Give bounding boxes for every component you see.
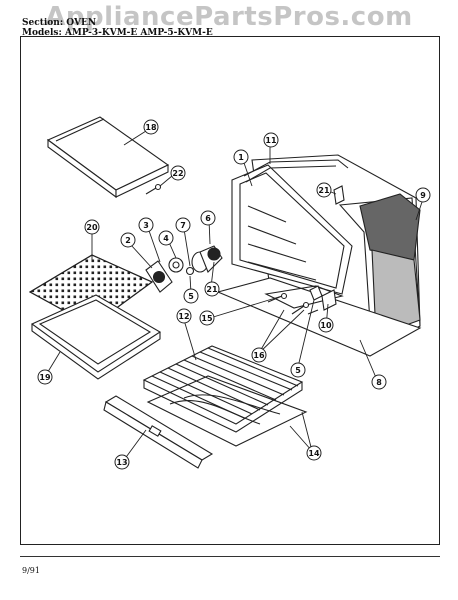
callout-16: 16: [253, 351, 265, 360]
models-label: Models:: [22, 28, 62, 38]
section-value: OVEN: [66, 18, 97, 28]
oven-floor-plate: [216, 277, 422, 357]
callout-21-upper: 21: [318, 186, 330, 195]
callout-19: 19: [39, 373, 51, 382]
clip-part: [333, 185, 345, 205]
callout-18: 18: [145, 123, 157, 132]
callout-21-lower: 21: [206, 285, 218, 294]
models-value: AMP-3-KVM-E AMP-5-KVM-E: [64, 28, 213, 38]
drawer-panel-part: [46, 116, 170, 199]
callout-10: 10: [320, 321, 332, 330]
bracket-hardware: [267, 285, 337, 315]
callout-14: 14: [308, 449, 320, 458]
callout-6: 6: [205, 214, 211, 223]
bottom-trim-part: [103, 395, 214, 469]
section-label: Section:: [22, 18, 64, 28]
callout-7: 7: [180, 221, 186, 230]
watermark: AppliancePartsPros.com: [45, 2, 413, 32]
footer-date: 9/91: [22, 566, 40, 575]
callout-numbers: 18 22 20 2 3 4 7 6 5 21 1 11 21 9 15 12 …: [39, 123, 426, 467]
callout-2: 2: [125, 236, 131, 245]
callout-9: 9: [420, 191, 426, 200]
callout-5-upper: 5: [188, 292, 194, 301]
models-line: Models: AMP-3-KVM-E AMP-5-KVM-E: [22, 28, 213, 38]
callout-11: 11: [265, 136, 277, 145]
callout-1: 1: [238, 153, 244, 162]
broiler-pan-part: [30, 294, 162, 380]
footer-rule: [20, 556, 440, 557]
section-line: Section: OVEN: [22, 18, 96, 28]
screw-part: [145, 183, 162, 195]
oven-rack-part: [142, 345, 304, 433]
callout-22: 22: [172, 169, 183, 178]
callout-3: 3: [143, 221, 149, 230]
oven-liner-part: [231, 164, 353, 295]
callout-4: 4: [163, 234, 169, 243]
callout-circles: [37, 119, 431, 470]
callout-8: 8: [376, 378, 382, 387]
callout-15: 15: [201, 314, 213, 323]
lower-rack-part: [146, 375, 308, 447]
upper-flange-part: [243, 159, 349, 183]
callout-5-lower: 5: [295, 366, 301, 375]
callout-12: 12: [178, 312, 189, 321]
fan-motor-assembly: [145, 245, 223, 293]
callout-20: 20: [86, 223, 98, 232]
diagram-frame: [20, 36, 440, 545]
callout-13: 13: [116, 458, 127, 467]
